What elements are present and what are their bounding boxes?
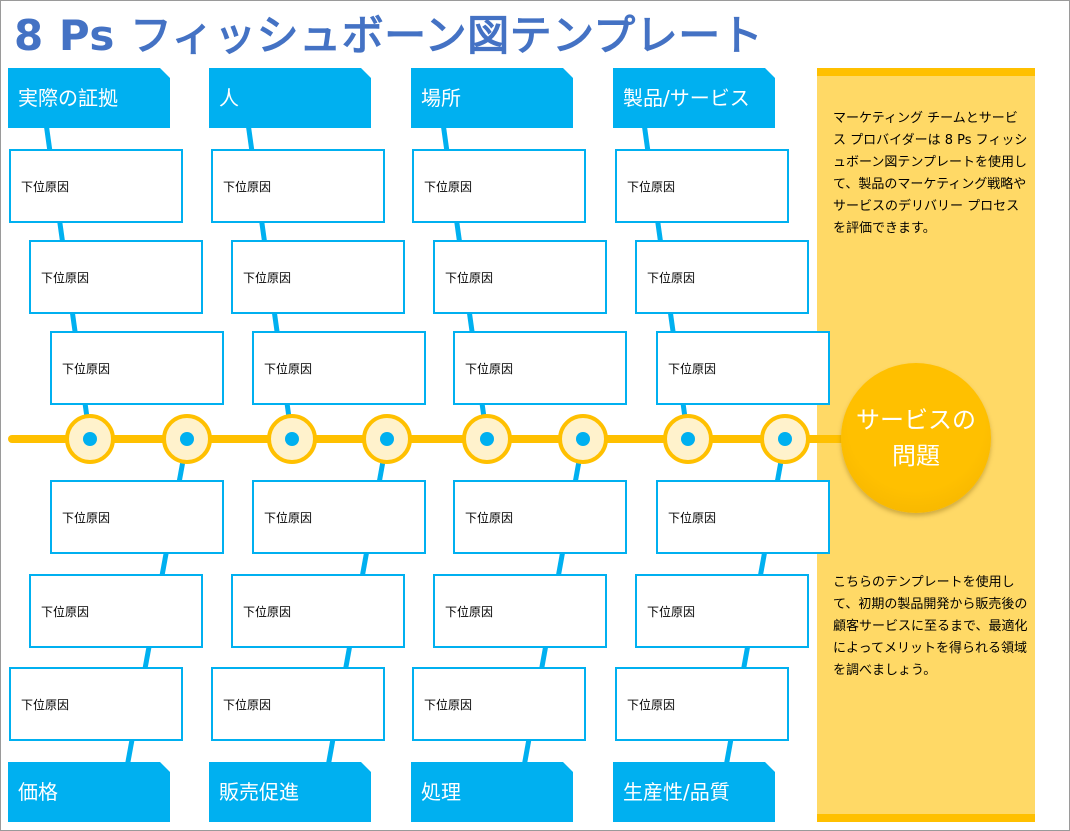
category-tab-evidence: 実際の証拠 <box>8 68 170 128</box>
sub-cause-box[interactable]: 下位原因 <box>412 667 586 741</box>
side-text-top: マーケティング チームとサービス プロバイダーは 8 Ps フィッシュボーン図テ… <box>833 111 1028 236</box>
category-tab-place: 場所 <box>411 68 573 128</box>
sub-cause-box[interactable]: 下位原因 <box>29 574 203 648</box>
sub-cause-box[interactable]: 下位原因 <box>615 667 789 741</box>
bone-joint-dot <box>380 432 394 446</box>
page-title: 8 Ps フィッシュボーン図テンプレート <box>14 11 764 60</box>
category-tab-product: 製品/サービス <box>613 68 775 128</box>
category-tab-promotion: 販売促進 <box>209 762 371 822</box>
sub-cause-box[interactable]: 下位原因 <box>231 240 405 314</box>
category-tab-price: 価格 <box>8 762 170 822</box>
sub-cause-box[interactable]: 下位原因 <box>252 480 426 554</box>
sub-cause-box[interactable]: 下位原因 <box>50 480 224 554</box>
sub-cause-box[interactable]: 下位原因 <box>231 574 405 648</box>
sub-cause-box[interactable]: 下位原因 <box>9 667 183 741</box>
problem-label-line1: サービスの <box>856 406 976 434</box>
sub-cause-box[interactable]: 下位原因 <box>211 667 385 741</box>
bone-joint-dot <box>480 432 494 446</box>
category-tab-productivity: 生産性/品質 <box>613 762 775 822</box>
problem-circle: サービスの 問題 <box>841 363 991 513</box>
sub-cause-box[interactable]: 下位原因 <box>615 149 789 223</box>
sub-cause-box[interactable]: 下位原因 <box>433 240 607 314</box>
sub-cause-box[interactable]: 下位原因 <box>211 149 385 223</box>
bone-joint-dot <box>180 432 194 446</box>
bone-joint-dot <box>778 432 792 446</box>
spine-nodes <box>65 414 810 464</box>
sub-cause-box[interactable]: 下位原因 <box>453 331 627 405</box>
side-text-bottom: こちらのテンプレートを使用して、初期の製品開発から販売後の顧客サービスに至るまで… <box>833 575 1028 678</box>
sub-cause-box[interactable]: 下位原因 <box>656 331 830 405</box>
sub-cause-box[interactable]: 下位原因 <box>433 574 607 648</box>
sub-cause-box[interactable]: 下位原因 <box>412 149 586 223</box>
category-tab-process: 処理 <box>411 762 573 822</box>
sub-cause-box[interactable]: 下位原因 <box>635 574 809 648</box>
bone-joint-dot <box>285 432 299 446</box>
sub-cause-box[interactable]: 下位原因 <box>635 240 809 314</box>
problem-label-line2: 問題 <box>892 442 940 470</box>
sub-cause-box[interactable]: 下位原因 <box>9 149 183 223</box>
bone-joint-dot <box>681 432 695 446</box>
category-tab-people: 人 <box>209 68 371 128</box>
sub-cause-box[interactable]: 下位原因 <box>252 331 426 405</box>
sub-cause-box[interactable]: 下位原因 <box>656 480 830 554</box>
bone-joint-dot <box>83 432 97 446</box>
sub-cause-box[interactable]: 下位原因 <box>29 240 203 314</box>
sub-cause-box[interactable]: 下位原因 <box>50 331 224 405</box>
sub-cause-box[interactable]: 下位原因 <box>453 480 627 554</box>
bone-joint-dot <box>576 432 590 446</box>
